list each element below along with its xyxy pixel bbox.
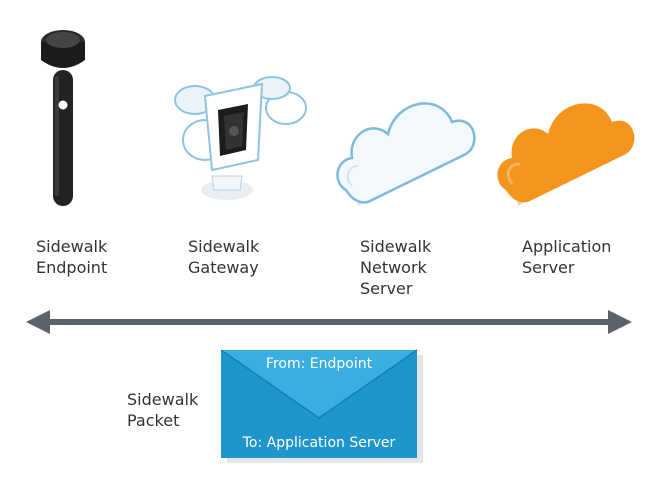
application-server-label: Application Server — [522, 237, 612, 277]
gateway-device-icon — [174, 76, 307, 200]
packet-from-text: From: Endpoint — [265, 356, 373, 372]
packet-envelope-icon — [220, 349, 423, 463]
packet-label: Sidewalk Packet — [127, 390, 199, 430]
network-server-cloud-icon — [336, 102, 476, 206]
endpoint-label: Sidewalk Endpoint — [36, 237, 108, 277]
bidirectional-arrow — [26, 310, 632, 334]
application-server-cloud-icon — [497, 103, 635, 206]
gateway-label: Sidewalk Gateway — [188, 237, 260, 277]
packet-to-text: To: Application Server — [242, 435, 396, 451]
endpoint-device-icon — [41, 30, 85, 206]
network-server-label: Sidewalk Network Server — [360, 237, 432, 298]
